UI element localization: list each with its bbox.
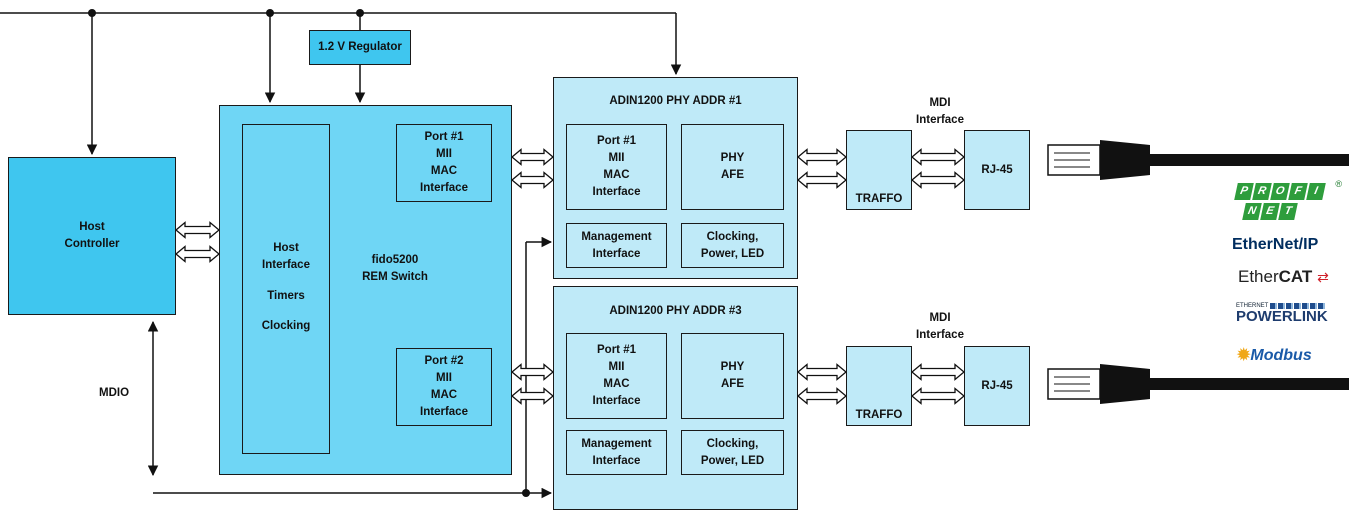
switch-port2-label: Port #2 MII MAC Interface — [420, 355, 468, 418]
bus-arrow — [796, 387, 848, 405]
profinet-letter-tile: F — [1288, 183, 1308, 200]
mdi-label-2: MDI Interface — [916, 312, 964, 341]
switch-port1-label: Port #1 MII MAC Interface — [420, 131, 468, 194]
regulator-block: 1.2 V Regulator — [309, 30, 411, 65]
mdi-label-1: MDI Interface — [916, 97, 964, 126]
registered-icon: ® — [1335, 179, 1342, 189]
rj45-1: RJ-45 — [964, 130, 1030, 210]
bus-arrow — [796, 171, 848, 189]
phy3-title: ADIN1200 PHY ADDR #3 — [609, 305, 742, 317]
phy3-afe-label: PHY AFE — [720, 361, 745, 390]
phy3-mgmt-label: Management Interface — [581, 437, 652, 467]
bus-arrow — [174, 245, 221, 263]
traffo-1 — [846, 130, 912, 210]
powerlink-logo: ETHERNET POWERLINK — [1236, 303, 1328, 324]
phy3-port-block: Port #1 MII MAC Interface — [566, 333, 667, 419]
host-interface-label: Host Interface — [262, 242, 310, 271]
phy1-clk-block: Clocking, Power, LED — [681, 223, 784, 268]
switch-name-label: fido5200 REM Switch — [362, 254, 428, 283]
profinet-letter-tile: I — [1306, 183, 1326, 200]
phy3-mgmt-block: Management Interface — [566, 430, 667, 475]
bus-arrow — [510, 387, 555, 405]
bus-arrow — [510, 148, 555, 166]
traffo-2 — [846, 346, 912, 426]
phy1-mgmt-block: Management Interface — [566, 223, 667, 268]
bus-arrow — [174, 221, 221, 239]
host-controller-label: Host Controller — [64, 221, 120, 250]
timers-label: Timers — [267, 290, 305, 302]
ethercat-text-b: CAT — [1278, 267, 1313, 286]
phy1-afe-label: PHY AFE — [720, 152, 745, 181]
phy1-title: ADIN1200 PHY ADDR #1 — [609, 95, 742, 107]
ethernetip-logo: EtherNet/IP — [1232, 236, 1318, 254]
rj45-1-label: RJ-45 — [981, 163, 1013, 176]
bus-arrow — [910, 387, 966, 405]
modbus-text: Modbus — [1250, 347, 1312, 364]
modbus-logo: ✹Modbus — [1237, 345, 1312, 365]
clocking-label: Clocking — [261, 320, 311, 332]
host-interface-block — [242, 124, 330, 454]
ethernetip-text: EtherNet/IP — [1232, 236, 1319, 253]
bus-arrow — [510, 363, 555, 381]
phy1-mgmt-label: Management Interface — [581, 230, 652, 260]
bus-arrow — [910, 148, 966, 166]
profinet-letter-tile: E — [1260, 203, 1280, 220]
bus-arrow — [910, 171, 966, 189]
cable-plug-2 — [1047, 364, 1349, 404]
ethercat-logo: EtherCAT ⇄ — [1238, 267, 1329, 287]
bus-arrow — [796, 148, 848, 166]
phy1-clk-label: Clocking, Power, LED — [700, 230, 765, 260]
bus-arrow — [910, 363, 966, 381]
phy3-port-label: Port #1 MII MAC Interface — [592, 344, 641, 407]
powerlink-text: POWERLINK — [1236, 308, 1328, 325]
phy3-clk-block: Clocking, Power, LED — [681, 430, 784, 475]
ethercat-text-a: Ether — [1238, 267, 1279, 286]
powerlink-small-text: ETHERNET — [1236, 303, 1269, 309]
phy1-port-block: Port #1 MII MAC Interface — [566, 124, 667, 210]
cable-plug-1 — [1047, 140, 1349, 180]
host-controller-block: Host Controller — [8, 157, 176, 315]
powerlink-bar-icon — [1270, 303, 1326, 309]
profinet-letter-tile: T — [1278, 203, 1298, 220]
phy3-clk-label: Clocking, Power, LED — [700, 437, 765, 467]
rj45-2: RJ-45 — [964, 346, 1030, 426]
ethercat-arrows-icon: ⇄ — [1317, 269, 1329, 285]
phy1-afe-block: PHY AFE — [681, 124, 784, 210]
profinet-letter-tile: R — [1252, 183, 1272, 200]
profinet-letter-tile: N — [1242, 203, 1262, 220]
profinet-letter-tile: P — [1234, 183, 1254, 200]
switch-port1-block: Port #1 MII MAC Interface — [396, 124, 492, 202]
rj45-2-label: RJ-45 — [981, 379, 1013, 392]
phy1-port-label: Port #1 MII MAC Interface — [592, 135, 641, 198]
regulator-label: 1.2 V Regulator — [318, 41, 402, 53]
bus-arrow — [796, 363, 848, 381]
traffo-2-label: TRAFFO — [855, 409, 903, 421]
switch-port2-block: Port #2 MII MAC Interface — [396, 348, 492, 426]
modbus-gear-icon: ✹ — [1237, 347, 1251, 364]
mdio-label: MDIO — [98, 387, 130, 399]
profinet-letter-tile: O — [1270, 183, 1290, 200]
phy3-afe-block: PHY AFE — [681, 333, 784, 419]
traffo-1-label: TRAFFO — [855, 193, 903, 205]
bus-arrow — [510, 171, 555, 189]
